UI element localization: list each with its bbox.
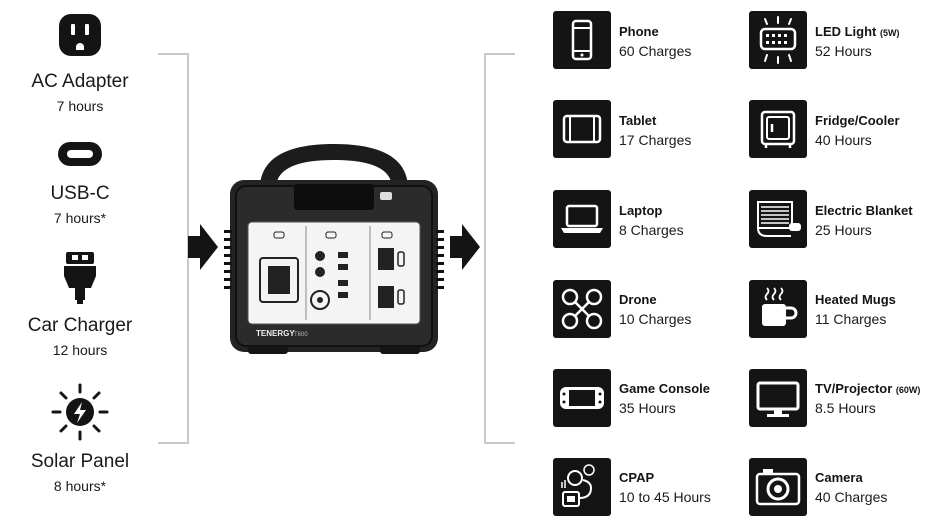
device-value: 25 Hours <box>815 222 872 238</box>
device-name: Fridge/Cooler <box>815 113 900 128</box>
device-value: 35 Hours <box>619 400 676 416</box>
device-name: Phone <box>619 24 659 39</box>
ac-outlet-icon <box>59 14 101 56</box>
heated-mug-icon <box>762 287 798 326</box>
electric-blanket-icon <box>757 201 801 237</box>
electric-blanket-tile <box>749 190 807 248</box>
device-name: Camera <box>815 470 863 485</box>
output-bracket <box>484 53 515 444</box>
input-name: USB-C <box>50 183 110 204</box>
device-name: LED Light (5W) <box>815 24 900 39</box>
phone-icon <box>571 19 593 61</box>
phone-tile <box>553 11 611 69</box>
cpap-icon <box>561 464 595 507</box>
power-station: TENERGY T600 <box>224 144 444 354</box>
car-charger-icon <box>64 252 96 304</box>
device-value: 60 Charges <box>619 43 692 59</box>
device-name: CPAP <box>619 470 655 485</box>
device-value: 8 Charges <box>619 222 684 238</box>
input-car-charger: Car Charger 12 hours <box>0 315 160 359</box>
device-name: TV/Projector (60W) <box>815 381 921 396</box>
camera-tile <box>749 458 807 516</box>
input-bracket <box>158 53 189 444</box>
drone-tile <box>553 280 611 338</box>
station-model: T600 <box>294 332 308 338</box>
input-time: 12 hours <box>52 342 108 358</box>
drone-icon <box>561 288 603 330</box>
device-name: Drone <box>619 292 657 307</box>
tv-tile <box>749 369 807 427</box>
game-console-icon <box>560 387 604 409</box>
input-time: 7 hours <box>56 98 104 114</box>
device-value: 40 Hours <box>815 132 872 148</box>
heated-mug-tile <box>749 280 807 338</box>
arrow-right-icon <box>450 224 480 270</box>
device-value: 40 Charges <box>815 489 888 505</box>
device-value: 10 Charges <box>619 311 692 327</box>
laptop-tile <box>553 190 611 248</box>
device-name: Tablet <box>619 113 657 128</box>
laptop-icon <box>561 204 603 233</box>
tablet-icon <box>562 114 602 144</box>
input-time: 7 hours* <box>53 210 107 226</box>
camera-icon <box>755 469 801 506</box>
usb-c-icon <box>58 142 102 166</box>
device-value: 52 Hours <box>815 43 872 59</box>
fridge-tile <box>749 100 807 158</box>
device-value: 8.5 Hours <box>815 400 876 416</box>
arrow-right-icon <box>188 224 218 270</box>
device-name: Game Console <box>619 381 711 396</box>
device-name: Heated Mugs <box>815 292 896 307</box>
input-name: AC Adapter <box>31 71 129 92</box>
input-usb-c: USB-C 7 hours* <box>0 183 160 227</box>
solar-panel-icon <box>51 383 109 441</box>
device-value: 10 to 45 Hours <box>619 489 711 505</box>
input-name: Car Charger <box>27 315 133 336</box>
cpap-tile <box>553 458 611 516</box>
tv-icon <box>756 381 800 417</box>
led-light-tile <box>749 11 807 69</box>
device-value: 17 Charges <box>619 132 692 148</box>
device-name: Laptop <box>619 203 663 218</box>
device-value: 11 Charges <box>815 311 887 327</box>
led-light-icon <box>759 16 797 64</box>
game-console-tile <box>553 369 611 427</box>
device-name: Electric Blanket <box>815 203 913 218</box>
input-name: Solar Panel <box>30 451 130 472</box>
station-brand: TENERGY <box>256 329 295 338</box>
input-solar-panel: Solar Panel 8 hours* <box>0 451 160 495</box>
input-ac-adapter: AC Adapter 7 hours <box>0 71 160 115</box>
tablet-tile <box>553 100 611 158</box>
input-time: 8 hours* <box>53 478 107 494</box>
fridge-icon <box>760 110 796 148</box>
